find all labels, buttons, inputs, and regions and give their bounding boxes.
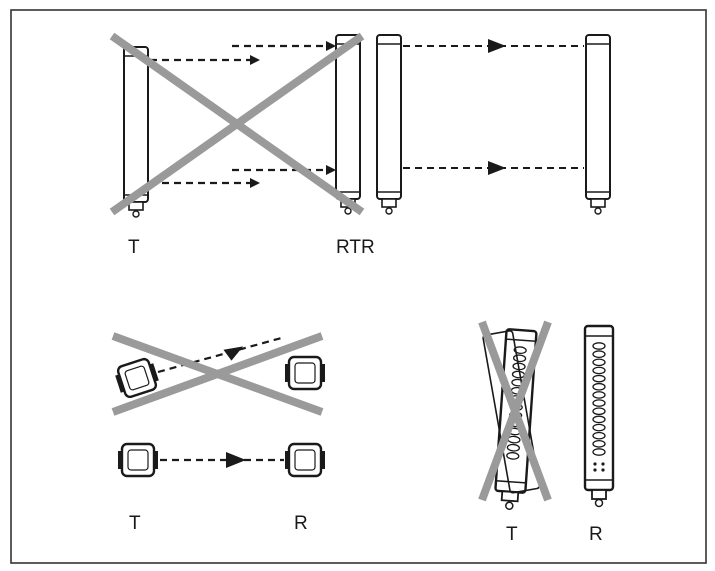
lens-element bbox=[592, 415, 606, 424]
bottom-left-cross-mark bbox=[111, 332, 324, 416]
bottom-right-tilted-ghost bbox=[482, 330, 541, 494]
lens-element bbox=[592, 366, 606, 375]
top-beam-arrow-lower bbox=[488, 161, 506, 175]
label-bottom-left-t: T bbox=[129, 513, 141, 534]
bottom-left-tilted-beam bbox=[157, 335, 286, 374]
lens-element bbox=[592, 382, 606, 391]
lens-element bbox=[592, 448, 606, 456]
lens-element bbox=[592, 439, 606, 448]
top-correct-beams bbox=[403, 45, 584, 169]
top-receiver-curtain bbox=[585, 34, 611, 215]
top-cross-mark bbox=[109, 32, 365, 216]
label-bottom-left-r: R bbox=[294, 513, 308, 534]
top-rtr-curtain-b bbox=[376, 34, 402, 215]
label-top-t: T bbox=[128, 237, 140, 258]
lens-element bbox=[592, 399, 606, 407]
label-bottom-right-t: T bbox=[506, 524, 518, 545]
bottom-right-cross-mark bbox=[478, 320, 552, 502]
top-wrong-beams bbox=[150, 41, 336, 188]
lens-element bbox=[506, 452, 520, 460]
bottom-left-receiver-upper bbox=[285, 355, 325, 391]
lens-element bbox=[592, 350, 606, 359]
bottom-left-transmitter-lower bbox=[118, 442, 158, 478]
lens-element bbox=[592, 431, 606, 440]
lens-element bbox=[592, 374, 606, 383]
lens-element bbox=[592, 407, 606, 416]
label-bottom-right-r: R bbox=[589, 524, 603, 545]
lens-element bbox=[506, 443, 520, 452]
top-rtr-curtain-a bbox=[335, 34, 361, 215]
lens-element bbox=[592, 342, 606, 350]
lens-element bbox=[592, 391, 606, 399]
bottom-right-receiver-lenses bbox=[592, 342, 606, 456]
lens-element bbox=[513, 346, 527, 355]
lens-element bbox=[512, 354, 527, 363]
bottom-left-correct-beam-arrow bbox=[226, 452, 246, 468]
diagram-frame bbox=[10, 9, 707, 564]
lens-element bbox=[592, 423, 606, 432]
top-beam-arrow-upper bbox=[488, 39, 506, 53]
bottom-left-receiver-lower bbox=[285, 442, 325, 478]
lens-element bbox=[511, 370, 526, 379]
label-top-rtr: RTR bbox=[336, 237, 375, 258]
lens-element bbox=[592, 358, 606, 367]
bottom-left-tilted-beam-arrow bbox=[223, 346, 244, 361]
bottom-left-tilted-transmitter bbox=[115, 357, 159, 399]
